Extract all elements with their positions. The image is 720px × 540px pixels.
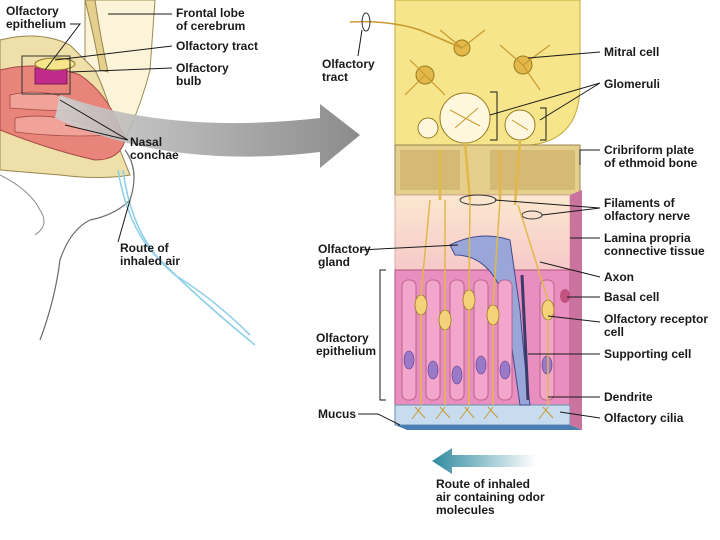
label-line: Nasal [130,135,163,149]
label-lamina-propria: Lamina propria connective tissue [604,232,705,258]
label-olfactory-epithelium-right: Olfactory epithelium [316,332,376,358]
label-line: Mitral cell [604,45,660,59]
label-cribriform-plate: Cribriform plate of ethmoid bone [604,144,697,170]
label-line: Axon [604,270,634,284]
label-line: tract [322,70,349,84]
label-filaments: Filaments of olfactory nerve [604,197,690,223]
leader-lines [44,13,601,426]
label-line: Olfactory tract [176,39,259,53]
label-olfactory-gland: Olfactory gland [318,243,371,269]
label-line: Route of inhaled [436,477,530,491]
odor-route-arrow [432,448,536,474]
label-line: Olfactory [6,4,59,18]
label-line: conchae [130,148,179,162]
label-line: Route of [120,241,169,255]
label-line: Glomeruli [604,77,661,91]
label-olfactory-tract-right: Olfactory tract [322,58,375,84]
label-line: olfactory nerve [604,209,691,223]
label-route-inhaled-air: Route of inhaled air [120,242,180,268]
label-line: epithelium [316,344,377,358]
label-olfactory-bulb: Olfactory bulb [176,62,229,88]
label-mitral-cell: Mitral cell [604,46,659,59]
label-olfactory-epithelium-top: Olfactory epithelium [6,5,66,31]
label-line: Olfactory [318,242,371,256]
label-basal-cell: Basal cell [604,291,659,304]
label-supporting-cell: Supporting cell [604,348,691,361]
label-line: Supporting cell [604,347,692,361]
label-line: Olfactory [316,331,369,345]
label-olfactory-tract-left: Olfactory tract [176,40,258,53]
label-line: molecules [436,503,495,517]
label-line: Cribriform plate [604,143,695,157]
olfactory-section [349,0,582,430]
label-line: bulb [176,74,202,88]
label-line: Frontal lobe [176,6,245,20]
label-nasal-conchae: Nasal conchae [130,136,179,162]
label-olfactory-cilia: Olfactory cilia [604,412,683,425]
label-line: cell [604,325,625,339]
label-line: epithelium [6,17,67,31]
label-line: Dendrite [604,390,653,404]
label-axon: Axon [604,271,634,284]
label-line: Olfactory cilia [604,411,684,425]
label-line: connective tissue [604,244,705,258]
label-frontal-lobe: Frontal lobe of cerebrum [176,7,245,33]
label-olfactory-receptor-cell: Olfactory receptor cell [604,313,708,339]
label-line: air containing odor [436,490,545,504]
label-mucus: Mucus [318,408,356,421]
label-line: gland [318,255,350,269]
zoom-arrow [55,95,360,168]
label-dendrite: Dendrite [604,391,653,404]
label-line: of ethmoid bone [604,156,698,170]
label-line: inhaled air [120,254,181,268]
label-glomeruli: Glomeruli [604,78,660,91]
label-line: Olfactory [176,61,229,75]
label-line: Filaments of [604,196,675,210]
label-line: Lamina propria [604,231,691,245]
label-route-odor-molecules: Route of inhaled air containing odor mol… [436,478,545,517]
label-line: of cerebrum [176,19,246,33]
label-line: Olfactory [322,57,375,71]
label-line: Basal cell [604,290,660,304]
label-line: Mucus [318,407,357,421]
label-line: Olfactory receptor [604,312,709,326]
